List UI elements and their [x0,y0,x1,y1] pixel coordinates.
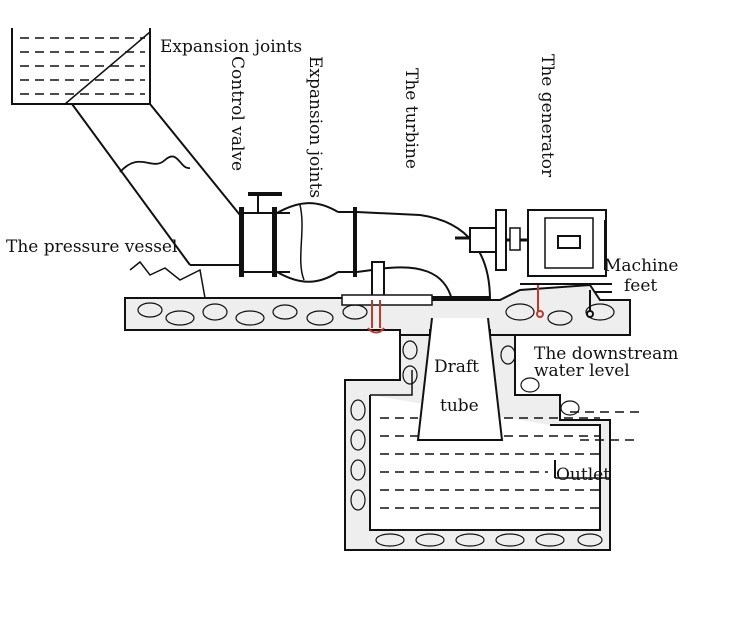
outlet-channel [554,460,610,479]
label-feet: feet [624,276,658,296]
label-the-generator: The generator [537,54,557,178]
penstock-pipe [71,103,241,266]
label-draft: Draft [434,357,480,377]
label-downstream-line2: water level [534,361,630,381]
label-expansion-joints-top: Expansion joints [160,37,303,57]
generator [520,209,612,293]
label-control-valve: Control valve [227,56,247,172]
anchor-bolts [367,285,544,334]
label-downstream-line1: The downstream [534,344,679,364]
upper-reservoir [11,28,151,105]
expansion-joint-body [276,202,357,283]
tailwater [380,411,640,509]
foundation-slab [124,260,631,336]
turbine-shaft [455,209,530,271]
machine-foot-bolt [586,290,594,318]
label-pressure-vessel: The pressure vessel [6,237,178,257]
label-expansion-joints-vertical: Expansion joints [305,56,325,199]
label-the-turbine: The turbine [401,68,421,169]
draft-tube [416,317,504,441]
label-tube: tube [440,396,479,416]
label-machine: Machine [604,256,679,276]
control-valve [239,192,290,277]
label-outlet: Outlet [556,465,611,485]
